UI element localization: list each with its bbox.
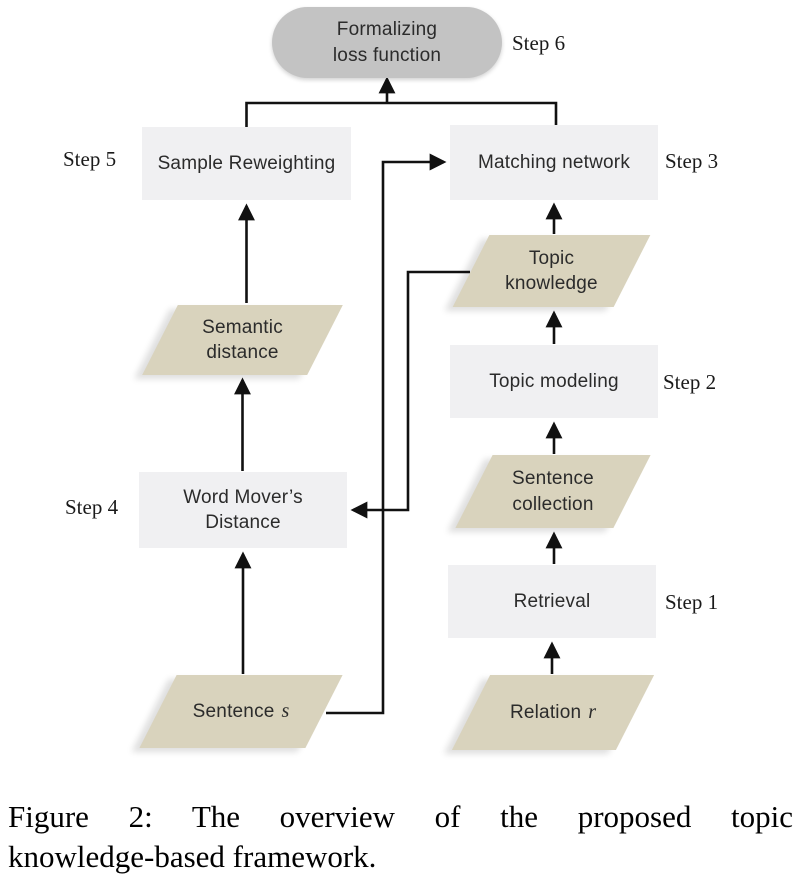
node-retrieval-label: Retrieval <box>513 590 591 612</box>
figure-caption-line1: Figure 2: The overview of the proposed t… <box>8 799 793 834</box>
node-topic-knowledge: Topic knowledge <box>452 235 651 307</box>
step-6-label: Step 6 <box>512 31 566 55</box>
node-topic-modeling: Topic modeling <box>450 345 658 418</box>
step-5-label: Step 5 <box>63 147 117 171</box>
step-3-label: Step 3 <box>665 149 719 173</box>
node-matching-network-label: Matching network <box>477 151 631 173</box>
step-1-label: Step 1 <box>665 590 719 614</box>
figure-caption: Figure 2: The overview of the proposed t… <box>8 797 793 878</box>
node-sentence-s-label: Sentence <box>192 700 275 722</box>
step-4-label: Step 4 <box>65 495 119 519</box>
node-sentence-s: Sentence s <box>139 675 343 748</box>
node-relation-r: Relation r <box>451 675 655 750</box>
figure-caption-line2: knowledge-based framework. <box>8 839 377 875</box>
node-formalizing-loss-function-label: Formalizing loss function <box>332 19 442 66</box>
node-retrieval: Retrieval <box>448 565 656 638</box>
sentence-variable: s <box>281 700 290 722</box>
node-sentence-collection: Sentence collection <box>455 455 651 528</box>
node-topic-knowledge-label: Topic knowledge <box>505 247 598 294</box>
node-topic-modeling-label: Topic modeling <box>489 370 619 392</box>
node-sentence-collection-label: Sentence collection <box>512 468 594 515</box>
node-semantic-distance: Semantic distance <box>142 305 343 375</box>
node-word-movers-distance: Word Mover’s Distance <box>139 472 347 548</box>
branch-line-to-loss <box>245 101 558 128</box>
relation-variable: r <box>588 701 597 723</box>
arrow-sentence-to-matching <box>326 153 447 715</box>
node-matching-network: Matching network <box>450 125 658 200</box>
step-2-label: Step 2 <box>663 370 717 394</box>
node-relation-r-label: Relation <box>509 701 582 723</box>
node-sample-reweighting: Sample Reweighting <box>142 127 351 200</box>
node-semantic-distance-label: Semantic distance <box>202 316 283 363</box>
arrow-knowledge-to-wmd <box>350 270 470 519</box>
connector-lines <box>234 76 563 715</box>
node-sample-reweighting-label: Sample Reweighting <box>157 152 336 174</box>
node-formalizing-loss-function: Formalizing loss function <box>272 7 502 78</box>
node-word-movers-distance-label: Word Mover’s Distance <box>183 486 303 533</box>
